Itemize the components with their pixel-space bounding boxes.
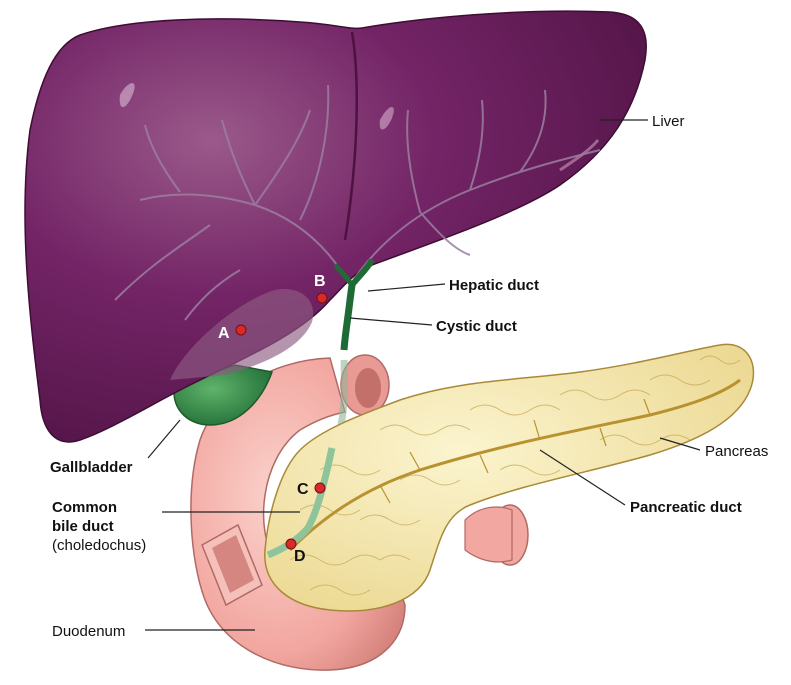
label-pancreas: Pancreas — [705, 443, 768, 460]
label-hepatic-duct: Hepatic duct — [449, 277, 539, 294]
label-common-bile-duct-line2: bile duct — [52, 518, 114, 535]
point-label-a: A — [218, 325, 230, 342]
pancreas-organ — [264, 343, 755, 612]
label-cystic-duct: Cystic duct — [436, 318, 517, 335]
label-duodenum: Duodenum — [52, 623, 125, 640]
label-liver: Liver — [652, 113, 685, 130]
label-gallbladder: Gallbladder — [50, 459, 133, 476]
point-label-c: C — [297, 481, 309, 498]
point-label-b: B — [314, 273, 326, 290]
label-pancreatic-duct: Pancreatic duct — [630, 499, 742, 516]
common-bile-duct-line — [266, 447, 336, 559]
marker-b — [316, 292, 328, 304]
bile-ducts — [331, 258, 375, 447]
label-common-bile-duct-line1: Common — [52, 499, 117, 516]
marker-c — [314, 482, 326, 494]
label-common-bile-duct-line3: (choledochus) — [52, 537, 146, 554]
duodenum — [190, 354, 529, 671]
marker-d — [285, 538, 297, 550]
point-label-d: D — [294, 548, 306, 565]
pancreatic-duct-line — [288, 378, 741, 552]
leader-lines — [145, 119, 701, 631]
marker-a — [235, 324, 247, 336]
point-markers — [235, 292, 328, 550]
